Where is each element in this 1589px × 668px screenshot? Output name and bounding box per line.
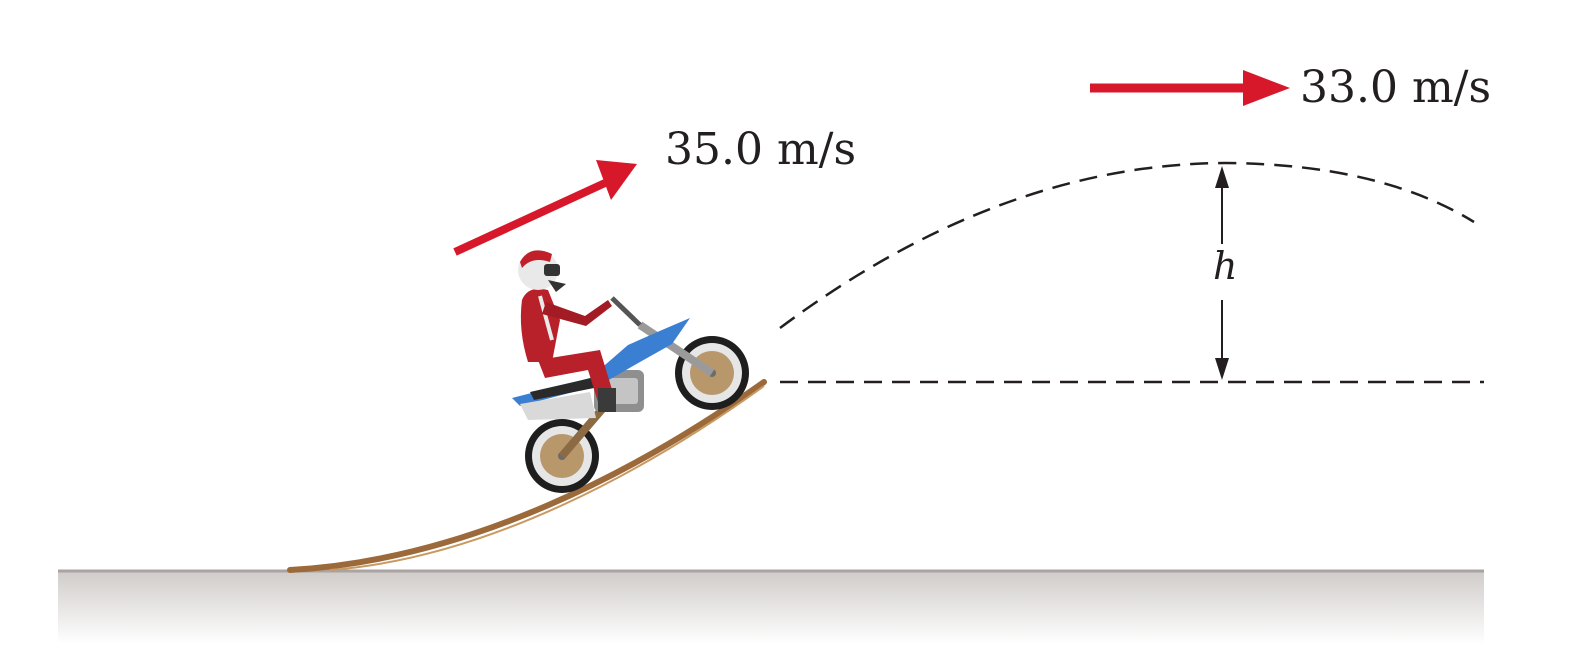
takeoff-velocity-arrow: [453, 160, 637, 256]
top-velocity-arrow: [1090, 70, 1290, 106]
top-speed-label: 33.0 m/s: [1300, 62, 1492, 113]
height-label: h: [1211, 244, 1240, 288]
rider-helmet: [518, 250, 566, 292]
takeoff-speed-label: 35.0 m/s: [665, 124, 857, 175]
ramp: [287, 379, 767, 573]
ground: [58, 569, 1484, 644]
front-wheel: [675, 336, 749, 410]
trajectory-path: [779, 161, 1475, 330]
motorcycle-rider: [512, 250, 749, 493]
height-dimension-arrow: [1215, 166, 1229, 380]
